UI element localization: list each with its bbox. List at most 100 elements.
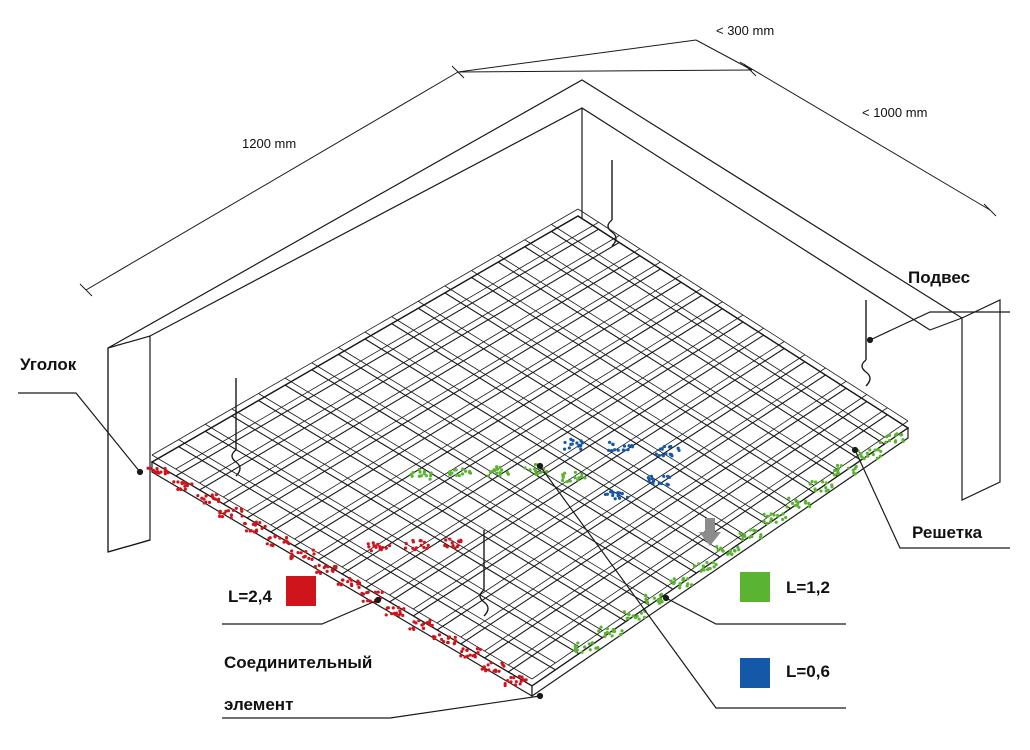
mark-green	[689, 583, 694, 587]
mark-red	[258, 520, 262, 525]
mark-red	[417, 619, 421, 623]
mark-green	[728, 549, 733, 553]
mark-green	[729, 552, 734, 556]
mark-red	[265, 542, 269, 546]
mark-red	[153, 470, 158, 474]
grid-bar	[460, 387, 847, 645]
mark-green	[631, 614, 635, 618]
mark-inner	[607, 448, 611, 452]
mark-red	[453, 635, 457, 639]
mark-inner	[445, 544, 449, 548]
mark-red	[427, 623, 432, 627]
mark-green	[672, 577, 676, 581]
mark-red	[253, 523, 257, 527]
mark-red	[313, 565, 317, 569]
mark-red	[461, 647, 465, 651]
mark-green	[588, 648, 592, 652]
mark-red	[196, 494, 200, 498]
mark-inner	[498, 471, 502, 475]
mark-green	[741, 537, 745, 542]
mark-inner	[422, 472, 426, 476]
grid-bar	[436, 374, 826, 631]
grid-bar-top	[389, 341, 785, 596]
mark-red	[202, 501, 206, 505]
mark-red	[412, 620, 416, 624]
mark-red	[398, 611, 402, 616]
grid-bar	[412, 361, 806, 617]
mark-inner	[561, 473, 565, 477]
grid-bar-top	[365, 327, 764, 582]
mark-inner	[486, 474, 491, 478]
mark-red	[260, 526, 264, 531]
mark-inner	[611, 442, 615, 447]
mark-inner	[528, 468, 532, 472]
mark-red	[503, 683, 507, 688]
mark-red	[440, 637, 444, 642]
mark-red	[222, 511, 227, 516]
callout-leaders	[18, 311, 1010, 719]
hanger-callout-label: Подвес	[908, 268, 970, 287]
mark-red	[452, 642, 456, 646]
mark-red	[430, 623, 434, 627]
mark-red	[269, 543, 273, 547]
dimension-1200-label: 1200 mm	[242, 136, 296, 151]
grid-bar	[246, 268, 661, 519]
mark-green	[678, 581, 682, 586]
mark-red	[411, 626, 415, 630]
mark-inner	[538, 470, 542, 475]
mark-red	[180, 481, 184, 485]
mark-red	[373, 590, 377, 594]
mark-inner	[419, 543, 423, 547]
mark-inner	[654, 452, 658, 456]
mark-inner	[533, 463, 538, 467]
mark-red	[446, 640, 450, 645]
mark-green	[824, 481, 829, 485]
mark-inner	[563, 440, 567, 445]
mark-red	[263, 524, 267, 528]
mark-green	[797, 505, 801, 509]
grid-bar-top	[294, 288, 702, 540]
mark-inner	[613, 497, 617, 501]
mark-green	[715, 545, 719, 549]
grid-callout-label: Решетка	[912, 523, 983, 542]
mark-red	[310, 557, 314, 561]
mark-red	[334, 564, 338, 569]
mark-inner	[426, 543, 430, 547]
mark-inner	[577, 443, 581, 447]
mark-red	[391, 606, 395, 610]
mark-red	[517, 674, 522, 678]
mark-green	[893, 433, 898, 437]
mark-green	[814, 480, 818, 484]
mark-inner	[617, 496, 622, 500]
mark-red	[509, 675, 513, 680]
mark-inner	[647, 477, 651, 482]
mark-green	[583, 645, 587, 649]
mark-inner	[667, 475, 672, 479]
legend-label: L=2,4	[228, 587, 272, 606]
mark-red	[326, 565, 330, 569]
mark-red	[254, 520, 258, 524]
grid-bar-top	[199, 235, 620, 484]
mark-red	[163, 466, 167, 471]
mark-inner	[367, 545, 371, 549]
mark-green	[836, 467, 840, 471]
mark-inner	[459, 540, 463, 544]
mark-red	[459, 654, 463, 658]
mark-green	[686, 582, 690, 586]
mark-green	[839, 464, 843, 468]
mark-green	[819, 489, 823, 493]
mark-red	[218, 511, 222, 515]
mark-inner	[650, 477, 654, 481]
mark-red	[231, 508, 236, 512]
mark-green	[851, 468, 855, 472]
mark-green	[678, 586, 682, 590]
mark-green	[824, 486, 828, 490]
mark-green	[901, 438, 905, 442]
mark-green	[753, 529, 758, 533]
mark-inner	[579, 475, 584, 479]
mark-green	[656, 598, 660, 602]
mark-inner	[453, 546, 457, 550]
mark-green	[590, 641, 595, 645]
mark-inner	[369, 549, 373, 553]
mark-red	[341, 578, 345, 582]
